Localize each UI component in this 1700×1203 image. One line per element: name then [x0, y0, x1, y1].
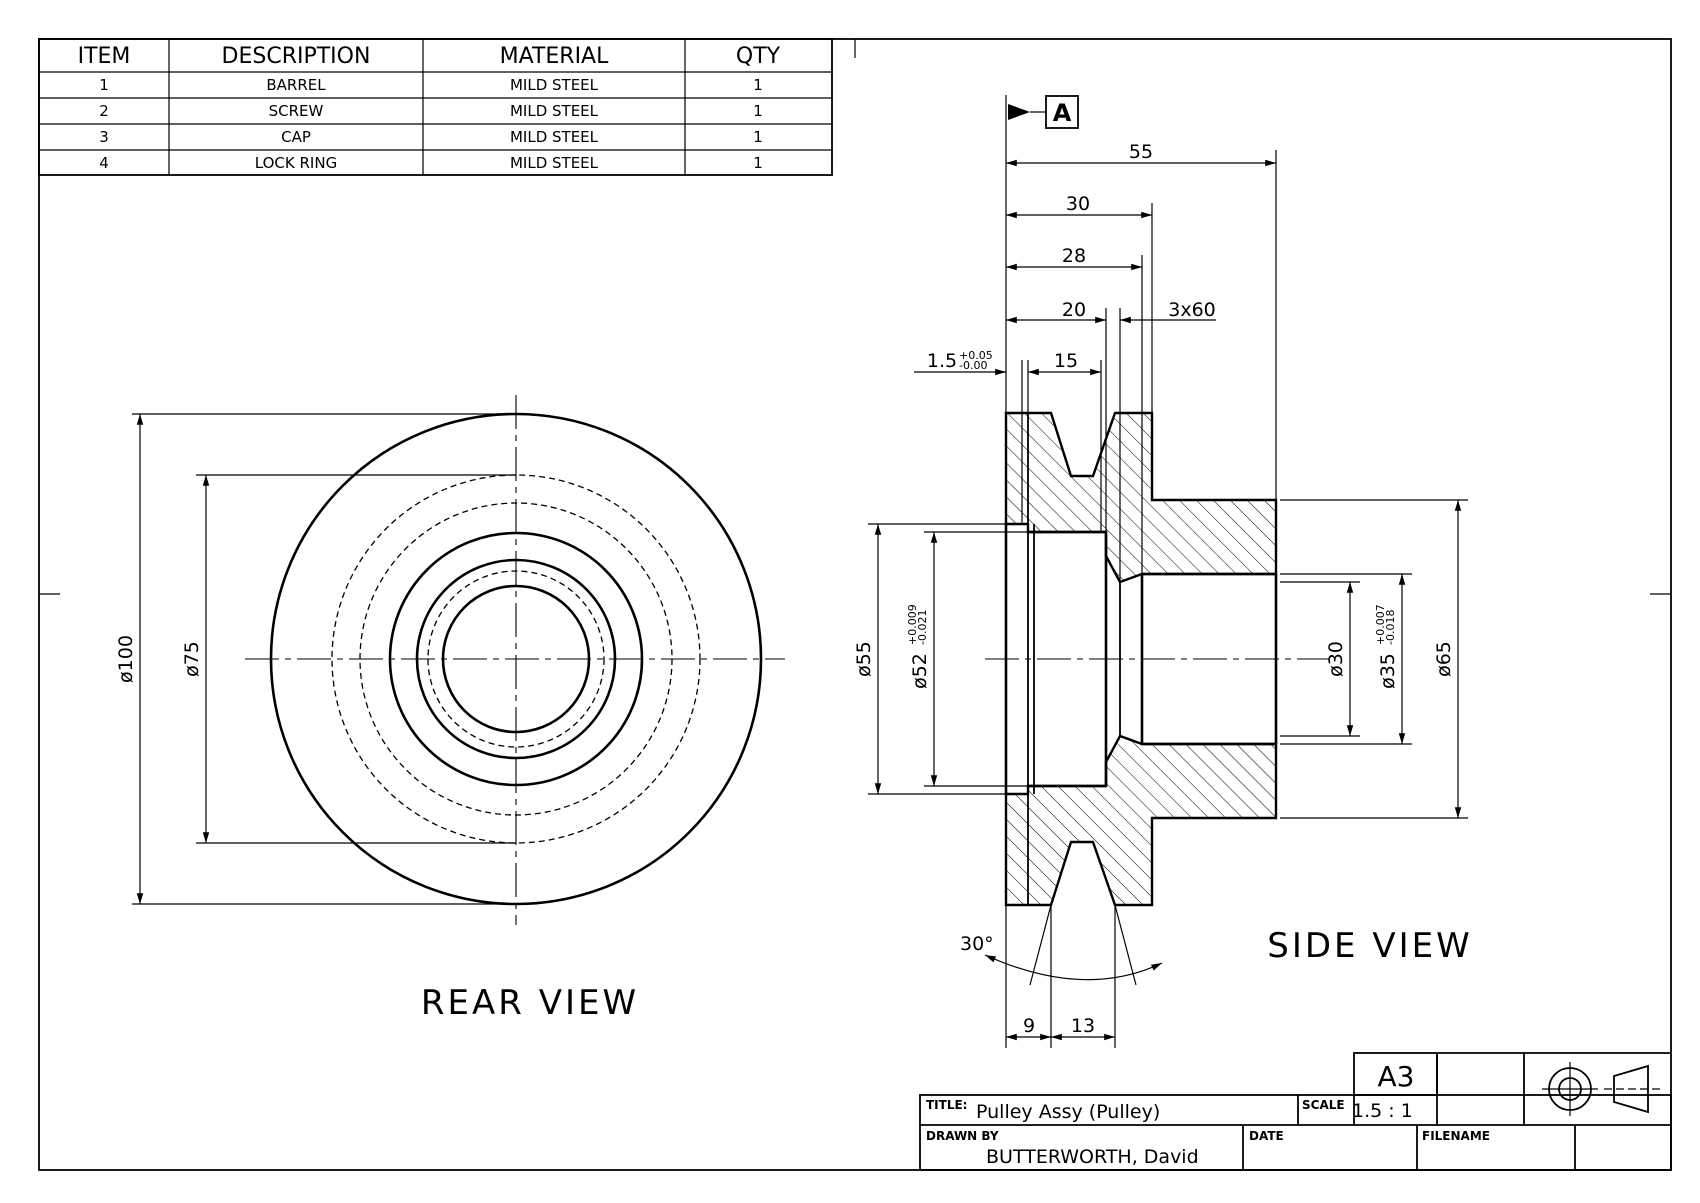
table-cell: 1: [753, 102, 763, 120]
table-cell: 1: [99, 76, 109, 94]
side-view: A 55 30 28 20 3x60 1.5 +0.05 -0.00 15 ø5…: [853, 95, 1472, 1048]
dim-length-30: 30: [1066, 193, 1090, 215]
table-cell: 4: [99, 154, 109, 172]
dim-dia-30: ø30: [1325, 641, 1347, 677]
dim-length-9: 9: [1023, 1015, 1035, 1037]
filename-label: FILENAME: [1422, 1129, 1490, 1143]
datum-a-label: A: [1053, 99, 1072, 127]
dim-length-28: 28: [1062, 245, 1086, 267]
drawn-by-label: DRAWN BY: [926, 1129, 999, 1143]
scale-label: SCALE: [1302, 1098, 1345, 1112]
table-header-description: DESCRIPTION: [222, 44, 371, 69]
title-label: TITLE:: [926, 1098, 967, 1112]
table-header-qty: QTY: [736, 44, 781, 69]
table-cell: MILD STEEL: [510, 154, 599, 172]
dim-dia-35: ø35: [1377, 653, 1399, 689]
table-cell: 3: [99, 128, 109, 146]
parts-list-table: ITEM DESCRIPTION MATERIAL QTY 1 BARREL M…: [38, 38, 833, 176]
title-block: A3 TITLE: Pulley Assy (Pulley) SCALE 1.5…: [919, 1052, 1672, 1171]
dim-dia-35-tol-upper: +0.007: [1374, 604, 1387, 645]
dim-length-13: 13: [1071, 1015, 1095, 1037]
dim-dia-65: ø65: [1433, 641, 1455, 677]
scale-value: 1.5 : 1: [1352, 1100, 1413, 1122]
table-cell: 1: [753, 128, 763, 146]
table-cell: SCREW: [269, 102, 324, 120]
sheet-border: [38, 38, 1672, 1171]
table-cell: MILD STEEL: [510, 128, 599, 146]
dim-dia-100: ø100: [115, 635, 137, 683]
dim-length-55: 55: [1129, 141, 1153, 163]
dim-length-15: 15: [1054, 350, 1078, 372]
side-view-title: SIDE VIEW: [1267, 926, 1472, 966]
table-cell: MILD STEEL: [510, 102, 599, 120]
dim-groove-width: 1.5: [927, 350, 957, 372]
table-cell: CAP: [281, 128, 311, 146]
third-angle-projection-icon: [1542, 1062, 1660, 1116]
rear-view: ø100 ø75 REAR VIEW: [115, 395, 785, 1023]
dim-dia-75: ø75: [181, 641, 203, 677]
dim-dia-52: ø52: [909, 653, 931, 689]
drawn-by-value: BUTTERWORTH, David: [986, 1146, 1199, 1168]
table-header-material: MATERIAL: [500, 44, 609, 69]
table-header-item: ITEM: [78, 44, 131, 69]
dim-chamfer-3x60: 3x60: [1168, 299, 1216, 321]
table-cell: BARREL: [266, 76, 326, 94]
drawing-title: Pulley Assy (Pulley): [976, 1101, 1160, 1123]
dim-dia-52-tol-lower: -0.021: [916, 610, 929, 645]
table-cell: LOCK RING: [255, 154, 337, 172]
dim-groove-tol-lower: -0.00: [959, 359, 987, 372]
dim-groove-tol-upper: +0.05: [959, 349, 993, 362]
dim-dia-55: ø55: [853, 641, 875, 677]
table-cell: MILD STEEL: [510, 76, 599, 94]
rear-view-title: REAR VIEW: [421, 983, 639, 1023]
sheet-size: A3: [1378, 1060, 1415, 1093]
date-label: DATE: [1249, 1129, 1284, 1143]
table-cell: 1: [753, 154, 763, 172]
table-cell: 2: [99, 102, 109, 120]
dim-length-20: 20: [1062, 299, 1086, 321]
dim-dia-52-tol-upper: +0.009: [906, 604, 919, 645]
table-cell: 1: [753, 76, 763, 94]
dim-dia-35-tol-lower: -0.018: [1384, 610, 1397, 645]
dim-angle-30: 30°: [960, 933, 994, 955]
